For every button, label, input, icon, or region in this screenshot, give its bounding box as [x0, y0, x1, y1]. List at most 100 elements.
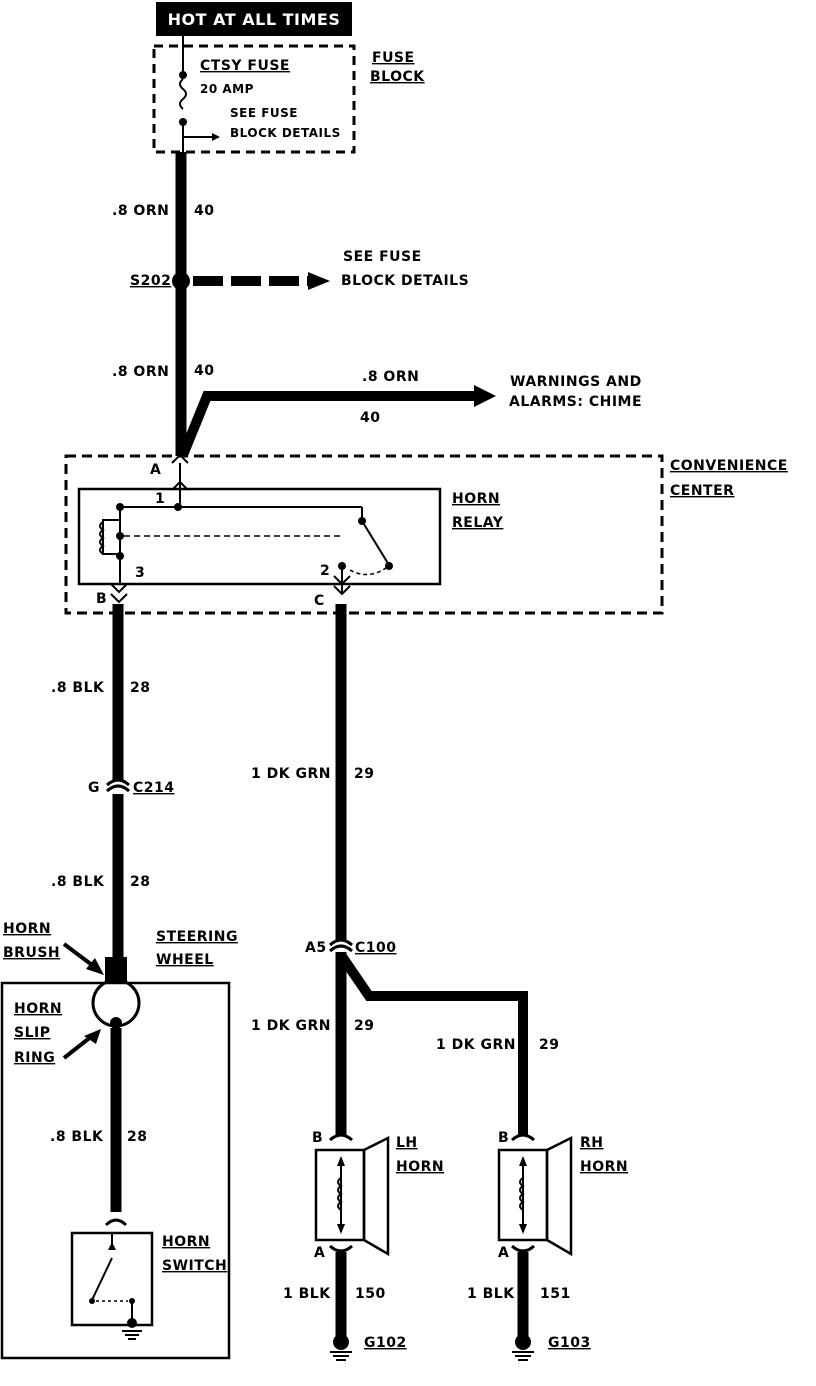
horn-switch-label-2: SWITCH — [162, 1258, 227, 1274]
relay-pin-2: 2 — [320, 563, 330, 579]
branch-warnings: .8 ORN 40 WARNINGS AND ALARMS: CHIME — [178, 369, 642, 457]
horn-coil-icon — [337, 1177, 343, 1211]
fuse-block-label-1: FUSE — [372, 50, 415, 66]
wire-mid-gauge: .8 ORN — [112, 364, 169, 380]
lh-horn-label-2: HORN — [396, 1159, 444, 1175]
fuse-block-label-2: BLOCK — [370, 69, 425, 85]
rh-pin-b: B — [498, 1130, 509, 1146]
slip-ring-label-3: RING — [14, 1050, 55, 1066]
steering-label-2: WHEEL — [156, 952, 214, 968]
connector-a-icon — [171, 453, 189, 464]
wire-blk1-gauge: .8 BLK — [51, 680, 105, 696]
convenience-center-label-1: CONVENIENCE — [670, 458, 788, 474]
connector-c214: G C214 — [88, 778, 174, 796]
fuse-see-line2: BLOCK DETAILS — [230, 126, 341, 140]
ground-icon — [330, 1351, 352, 1361]
arrow-right-icon — [474, 385, 496, 407]
ground-rh-name: G103 — [548, 1335, 591, 1351]
splice-see-line2: BLOCK DETAILS — [341, 273, 469, 289]
arrow-right-icon — [308, 272, 330, 290]
wire-top-gauge: .8 ORN — [112, 203, 169, 219]
rh-horn: B A RH HORN — [497, 1130, 628, 1336]
fuse-element-icon — [179, 78, 187, 110]
branch-gauge: .8 ORN — [362, 369, 419, 385]
fuse-rating: 20 AMP — [200, 82, 254, 96]
ground-g103: 1 BLK 151 G103 — [467, 1286, 591, 1361]
relay-switch-arm — [361, 520, 390, 566]
c100-name: C100 — [355, 940, 397, 956]
wire-grn-rh-gauge: 1 DK GRN — [436, 1037, 516, 1053]
arrow-right-icon — [212, 133, 220, 141]
branch-circuit: 40 — [360, 410, 380, 426]
wire-grn-lh-circuit: 29 — [354, 1018, 374, 1034]
wire-grn1-circuit: 29 — [354, 766, 374, 782]
ground-lh-gauge: 1 BLK — [283, 1286, 331, 1302]
hot-at-all-times-header: HOT AT ALL TIMES — [156, 2, 352, 36]
relay-pin-3: 3 — [135, 565, 145, 581]
convenience-center-label-2: CENTER — [670, 483, 734, 499]
wire-grn-lh-gauge: 1 DK GRN — [251, 1018, 331, 1034]
splice-see-line1: SEE FUSE — [343, 249, 422, 265]
ground-icon — [122, 1330, 142, 1340]
ground-rh-gauge: 1 BLK — [467, 1286, 515, 1302]
lh-pin-a: A — [314, 1245, 325, 1261]
fuse-see-line1: SEE FUSE — [230, 106, 298, 120]
warnings-dest-line1: WARNINGS AND — [510, 374, 642, 390]
fuse-block: CTSY FUSE 20 AMP SEE FUSE BLOCK DETAILS … — [152, 36, 425, 154]
rh-horn-label-2: HORN — [580, 1159, 628, 1175]
warnings-dest-line2: ALARMS: CHIME — [509, 394, 642, 410]
c214-pin: G — [88, 780, 100, 796]
horn-relay-label-1: HORN — [452, 491, 500, 507]
arrow-icon — [84, 1029, 101, 1044]
horn-switch: HORN SWITCH — [70, 1218, 227, 1340]
ground-icon — [512, 1351, 534, 1361]
wire-blk3-gauge: .8 BLK — [50, 1129, 104, 1145]
steering-wheel: STEERING WHEEL HORN BRUSH HORN SLIP RING… — [0, 921, 238, 1360]
wire-blk2-gauge: .8 BLK — [51, 874, 105, 890]
connector-3-icon — [110, 583, 128, 594]
splice-s202: S202 SEE FUSE BLOCK DETAILS — [130, 249, 469, 290]
wire-dk-grn-29: 1 DK GRN 29 — [251, 604, 374, 940]
wire-split-horns: 1 DK GRN 29 1 DK GRN 29 — [251, 952, 559, 1135]
wire-mid-circuit: 40 — [194, 363, 214, 379]
relay-conn-a: A — [150, 462, 161, 478]
rh-pin-a: A — [498, 1245, 509, 1261]
lh-horn: B A LH HORN — [312, 1130, 444, 1336]
ground-lh-name: G102 — [364, 1335, 407, 1351]
relay-coil-icon — [99, 521, 105, 555]
wire-top-circuit: 40 — [194, 203, 214, 219]
slip-ring-label-2: SLIP — [14, 1025, 50, 1041]
slip-ring-label-1: HORN — [14, 1001, 62, 1017]
horn-relay-label-2: RELAY — [452, 515, 504, 531]
ground-lh-circuit: 150 — [355, 1286, 386, 1302]
horn-switch-label-1: HORN — [162, 1234, 210, 1250]
arrow-icon — [86, 958, 104, 975]
wire-blk-28: .8 BLK 28 .8 BLK 28 — [51, 604, 150, 960]
splice-name: S202 — [130, 273, 171, 289]
horn-bell-icon — [545, 1135, 573, 1257]
connector-c100: A5 C100 — [305, 938, 397, 956]
header-title: HOT AT ALL TIMES — [168, 10, 341, 29]
wire-grn1-gauge: 1 DK GRN — [251, 766, 331, 782]
lh-horn-label-1: LH — [396, 1135, 418, 1151]
wire-blk3-circuit: 28 — [127, 1129, 147, 1145]
steering-label-1: STEERING — [156, 929, 238, 945]
brush-label-2: BRUSH — [3, 945, 60, 961]
relay-conn-c: C — [314, 593, 325, 609]
horn-brush — [105, 957, 127, 983]
horn-switch-arm — [91, 1257, 113, 1301]
relay-conn-b: B — [96, 591, 107, 607]
ground-g102: 1 BLK 150 G102 — [283, 1286, 407, 1361]
ground-rh-circuit: 151 — [540, 1286, 571, 1302]
wire-grn-rh-circuit: 29 — [539, 1037, 559, 1053]
wire-blk1-circuit: 28 — [130, 680, 150, 696]
relay-pin-1: 1 — [155, 491, 165, 507]
brush-label-1: HORN — [3, 921, 51, 937]
lh-pin-b: B — [312, 1130, 323, 1146]
fuse-name: CTSY FUSE — [200, 58, 290, 74]
horn-coil-icon — [519, 1177, 525, 1211]
connector-2-icon — [333, 575, 351, 586]
rh-horn-label-1: RH — [580, 1135, 604, 1151]
horn-bell-icon — [362, 1135, 390, 1257]
